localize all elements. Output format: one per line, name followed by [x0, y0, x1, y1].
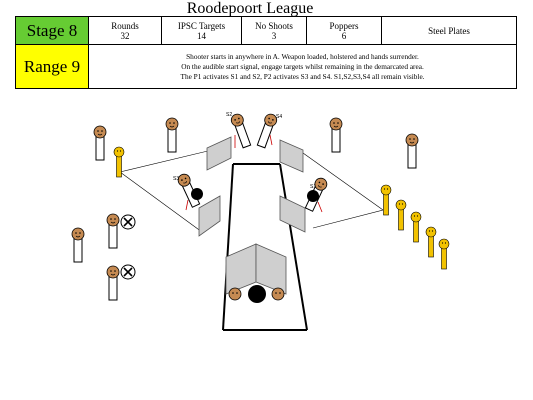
steel-plates-cell: Steel Plates: [381, 16, 517, 45]
description-line: On the audible start signal, engage targ…: [181, 61, 424, 71]
ipsc-target: [405, 133, 419, 169]
poppers-value: 6: [341, 30, 347, 41]
ipsc-target: [228, 287, 242, 301]
shooting-area: [222, 163, 308, 331]
popper: [425, 226, 437, 258]
no-shoots-label: No Shoots: [255, 20, 293, 31]
popper: [438, 238, 450, 270]
league-title: Roodepoort League: [186, 0, 314, 17]
description-line: The P1 activates S1 and S2, P2 activates…: [180, 71, 425, 81]
ipsc-target: [106, 213, 120, 249]
poppers-label: Poppers: [329, 20, 359, 31]
barriers: [198, 136, 306, 295]
barrier: [279, 195, 306, 233]
ipsc-target: [93, 125, 107, 161]
swinger-targets: S2 S3 S4 S1: [173, 111, 330, 213]
popper: [395, 199, 407, 231]
swinger-label: S2: [226, 112, 232, 118]
ipsc-target: [329, 117, 343, 153]
barrier: [225, 243, 257, 295]
ipsc-target: [165, 117, 179, 153]
steel-plates-label: Steel Plates: [428, 25, 470, 36]
no-shoots-value: 3: [271, 30, 277, 41]
no-shoot-target: [120, 214, 136, 230]
no-shoot-targets: [120, 214, 136, 280]
ipsc-target: [271, 287, 285, 301]
start-area-targets: [228, 285, 285, 303]
ipsc-target: [106, 265, 120, 301]
swinger-label: S4: [276, 114, 282, 120]
rounds-label: Rounds: [111, 20, 139, 31]
rounds-value: 32: [120, 30, 130, 41]
ipsc-target: [71, 227, 85, 263]
barrier: [206, 136, 232, 171]
swinger-s2: [229, 111, 254, 149]
stage-header-table: Stage 8 Rounds 32 IPSC Targets 14 No Sho…: [15, 16, 517, 89]
popper: [380, 184, 392, 216]
barrier: [198, 195, 221, 237]
ipsc-targets-value: 14: [197, 30, 206, 41]
stage-description: Shooter starts in anywhere in A. Weapon …: [88, 44, 517, 89]
description-line: Shooter starts in anywhere in A. Weapon …: [186, 51, 419, 61]
swinger-s4: [254, 111, 279, 149]
barrier: [255, 243, 287, 295]
swinger-label: S3: [173, 176, 179, 182]
ipsc-targets-label: IPSC Targets: [177, 20, 226, 31]
swinger-label: S1: [310, 184, 316, 190]
no-shoot-target: [120, 264, 136, 280]
popper: [410, 211, 422, 243]
popper: [113, 146, 125, 178]
barrier: [279, 139, 304, 173]
view-lines: [119, 149, 384, 233]
